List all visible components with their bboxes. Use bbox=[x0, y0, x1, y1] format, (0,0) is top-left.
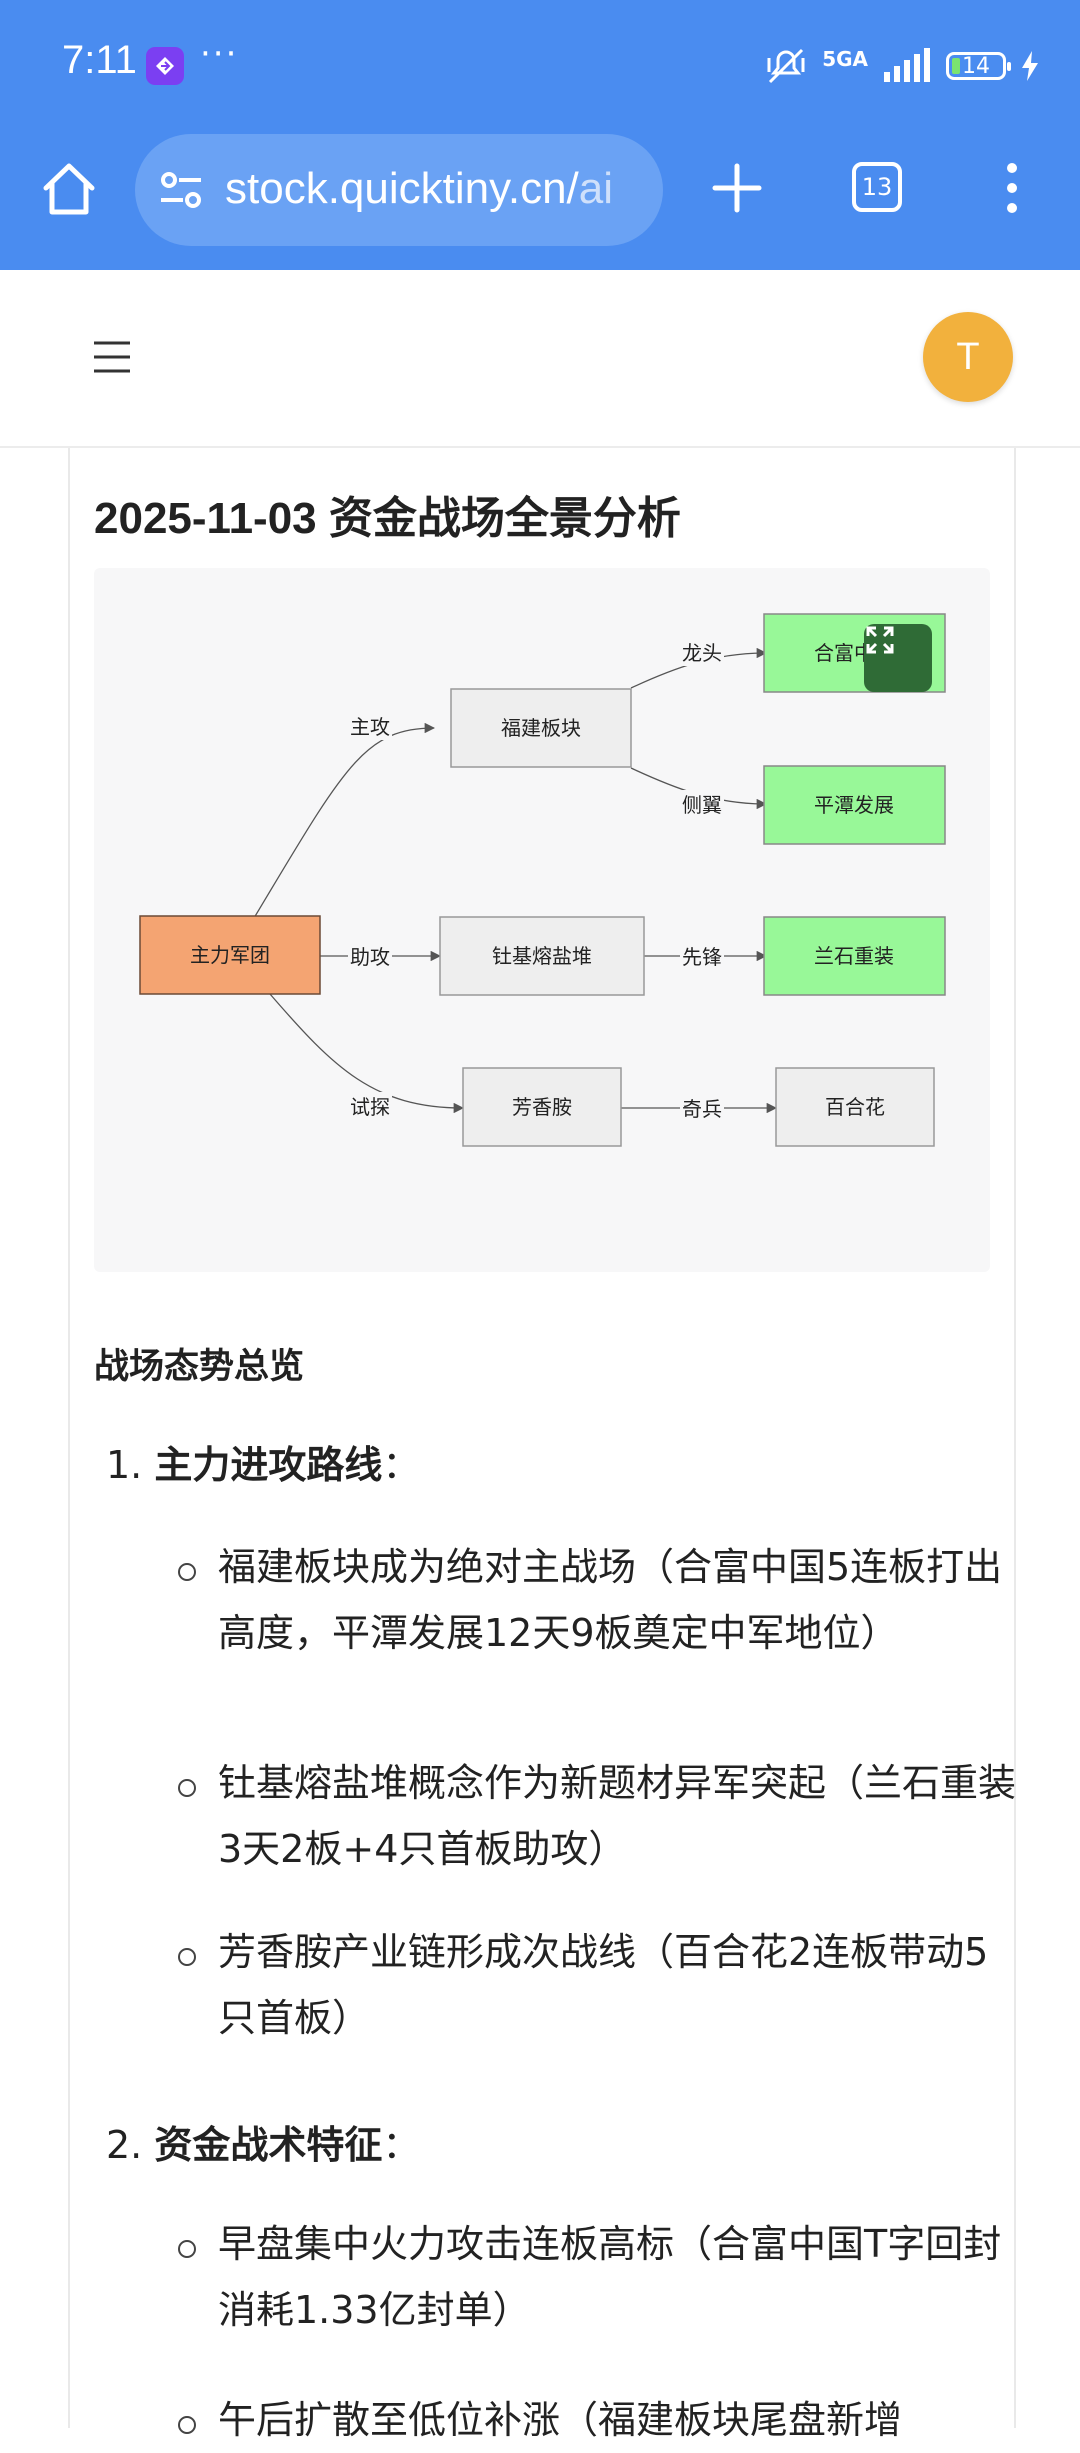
node-lanshi: 兰石重装 bbox=[763, 916, 946, 996]
url-text[interactable]: stock.quicktiny.cn/ai bbox=[225, 164, 613, 214]
node-fujian: 福建板块 bbox=[450, 688, 632, 768]
list-item-1-bullet-3: 芳香胺产业链形成次战线（百合花2连板带动5只首板） bbox=[218, 1930, 989, 2040]
bullet-marker bbox=[178, 2416, 196, 2434]
new-tab-icon[interactable] bbox=[705, 156, 769, 220]
node-qin: 钍基熔盐堆 bbox=[439, 916, 645, 996]
battery-icon: 14 bbox=[946, 52, 1011, 80]
node-fujian-label: 福建板块 bbox=[501, 716, 581, 740]
status-time: 7:11 bbox=[62, 38, 137, 82]
node-main: 主力军团 bbox=[139, 915, 321, 995]
user-avatar[interactable]: T bbox=[923, 312, 1013, 402]
content-card: 2025-11-03 资金战场全景分析 主攻 bbox=[68, 448, 1017, 2442]
status-bar: 7:11 ··· 5GA 14 bbox=[0, 0, 1080, 130]
edge-label-fujian-pingtan: 侧翼 bbox=[682, 793, 722, 817]
list-item-2: 2. 资金战术特征： bbox=[106, 2114, 420, 2169]
network-type-label: 5GA bbox=[822, 47, 868, 71]
battery-level: 14 bbox=[962, 53, 990, 79]
node-main-label: 主力军团 bbox=[190, 943, 270, 967]
edge-main-fujian bbox=[253, 722, 436, 919]
hamburger-menu-icon[interactable] bbox=[92, 340, 132, 374]
mute-vibrate-icon bbox=[767, 48, 805, 84]
bullet-marker bbox=[178, 1779, 196, 1797]
edge-label-fujian-hefu: 龙头 bbox=[682, 641, 722, 665]
section-heading: 战场态势总览 bbox=[94, 1347, 305, 1387]
bullet-marker bbox=[178, 1563, 196, 1581]
more-options-icon[interactable] bbox=[994, 156, 1030, 220]
node-qin-label: 钍基熔盐堆 bbox=[492, 944, 592, 968]
browser-toolbar: stock.quicktiny.cn/ai 13 bbox=[0, 130, 1080, 270]
edge-label-main-qin: 助攻 bbox=[350, 945, 390, 969]
edge-label-fang-baihe: 奇兵 bbox=[682, 1097, 722, 1121]
flow-diagram-svg: 主攻 助攻 试探 龙头 侧翼 先锋 奇兵 主力军团 福建 bbox=[139, 613, 946, 1147]
url-main: stock.quicktiny.cn/ bbox=[225, 164, 579, 213]
avatar-letter: T bbox=[956, 335, 980, 378]
list-item-1: 1. 主力进攻路线： bbox=[106, 1434, 420, 1489]
home-icon[interactable] bbox=[38, 158, 100, 220]
list-item-2-number: 2. bbox=[106, 2123, 143, 2167]
bullet-marker bbox=[178, 1948, 196, 1966]
site-header: T bbox=[0, 270, 1080, 448]
signal-icon bbox=[884, 48, 930, 82]
list-item-1-bullet-1: 福建板块成为绝对主战场（合富中国5连板打出高度，平潭发展12天9板奠定中军地位） bbox=[218, 1545, 1003, 1655]
site-settings-icon[interactable] bbox=[157, 166, 205, 214]
tab-count: 13 bbox=[861, 173, 893, 201]
node-pingtan-label: 平潭发展 bbox=[814, 793, 894, 817]
page-title: 2025-11-03 资金战场全景分析 bbox=[94, 494, 681, 543]
list-item-1-number: 1. bbox=[106, 1443, 143, 1487]
tab-switcher-button[interactable]: 13 bbox=[852, 162, 902, 212]
bullet-marker bbox=[178, 2240, 196, 2258]
status-indicators: 5GA 14 bbox=[764, 44, 1040, 88]
expand-icon bbox=[866, 626, 894, 654]
node-baihe: 百合花 bbox=[775, 1067, 935, 1147]
app-notification-icon bbox=[146, 47, 184, 85]
list-item-2-bullet-2: 午后扩散至低位补涨（福建板块尾盘新增 bbox=[218, 2398, 903, 2442]
node-baihe-label: 百合花 bbox=[825, 1095, 885, 1119]
list-item-2-title: 资金战术特征 bbox=[154, 2123, 383, 2167]
edge-label-main-fang: 试探 bbox=[350, 1095, 390, 1119]
node-fang: 芳香胺 bbox=[462, 1067, 622, 1147]
edge-label-main-fujian: 主攻 bbox=[350, 715, 390, 739]
list-item-1-bullet-2: 钍基熔盐堆概念作为新题材异军突起（兰石重装3天2板+4只首板助攻） bbox=[218, 1761, 1017, 1871]
node-pingtan: 平潭发展 bbox=[763, 765, 946, 845]
list-item-1-suffix: ： bbox=[382, 1443, 421, 1487]
fullscreen-expand-button[interactable] bbox=[864, 624, 932, 692]
more-notifications-icon: ··· bbox=[200, 34, 239, 74]
address-bar[interactable]: stock.quicktiny.cn/ai bbox=[135, 134, 663, 246]
edge-label-qin-lanshi: 先锋 bbox=[682, 945, 722, 969]
edge-main-fang bbox=[269, 993, 465, 1114]
list-item-2-suffix: ： bbox=[382, 2123, 421, 2167]
charging-icon bbox=[1022, 51, 1038, 81]
list-item-2-bullet-1: 早盘集中火力攻击连板高标（合富中国T字回封消耗1.33亿封单） bbox=[218, 2222, 1002, 2332]
node-fang-label: 芳香胺 bbox=[512, 1095, 572, 1119]
flow-diagram: 主攻 助攻 试探 龙头 侧翼 先锋 奇兵 主力军团 福建 bbox=[94, 568, 990, 1272]
node-lanshi-label: 兰石重装 bbox=[814, 944, 894, 968]
list-item-1-title: 主力进攻路线 bbox=[154, 1443, 383, 1487]
url-fade: ai bbox=[578, 164, 614, 213]
